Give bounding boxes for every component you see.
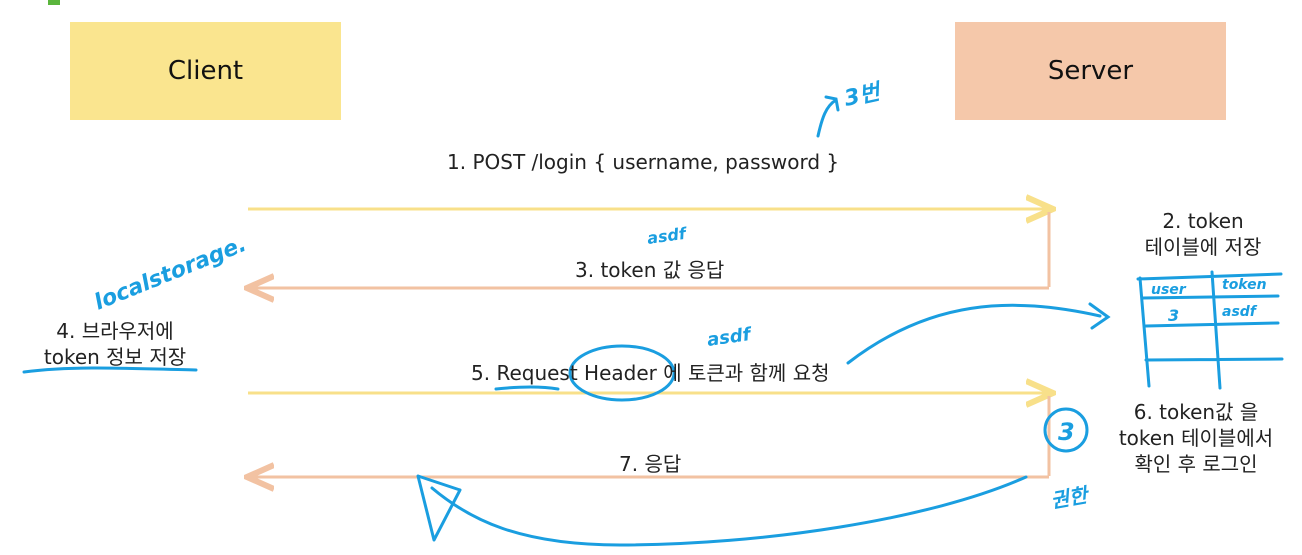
- step-6-line-2: token 테이블에서: [1118, 426, 1274, 450]
- client-box: Client: [70, 22, 341, 120]
- handwritten-underline-step4: [22, 366, 198, 374]
- client-label: Client: [167, 56, 244, 86]
- table-cell-user: 3: [1168, 306, 1179, 325]
- handwritten-localstorage: localstorage.: [91, 232, 250, 316]
- handwritten-arrow-to-table: [846, 302, 1111, 365]
- table-cell-token: asdf: [1222, 304, 1258, 320]
- step-6-line-1: 6. token값 을: [1133, 400, 1259, 424]
- step-6-line-3: 확인 후 로그인: [1134, 452, 1258, 476]
- step-2-line-2: 테이블에 저장: [1144, 235, 1262, 259]
- handwritten-return-curve: [430, 475, 1028, 547]
- message-3-label: 3. token 값 응답: [575, 258, 725, 282]
- handwritten-return-arrowhead: [416, 474, 462, 542]
- handwritten-circle-three: [1043, 407, 1089, 453]
- handwritten-top-note: 3번: [842, 79, 885, 111]
- step-6-note: 6. token값 을 token 테이블에서 확인 후 로그인: [1108, 399, 1284, 477]
- server-box: Server: [955, 22, 1226, 120]
- message-7-label: 7. 응답: [619, 452, 682, 476]
- handwritten-bottom-note: 권한: [1049, 482, 1092, 512]
- handwritten-circle-header: [568, 344, 676, 402]
- step-2-note: 2. token 테이블에 저장: [1118, 208, 1288, 260]
- table-header-user: user: [1151, 282, 1187, 298]
- step-4-line-2: token 정보 저장: [43, 345, 187, 369]
- step-4-note: 4. 브라우저에 token 정보 저장: [20, 318, 210, 370]
- handwritten-token-value-1: asdf: [646, 223, 689, 247]
- step-4-line-1: 4. 브라우저에: [56, 319, 174, 343]
- table-header-token: token: [1222, 277, 1267, 293]
- handwritten-token-value-2: asdf: [706, 324, 754, 351]
- corner-mark: [48, 0, 60, 5]
- handwritten-circled-number: 3: [1058, 418, 1075, 446]
- message-5-label: 5. Request Header 에 토큰과 함께 요청: [471, 361, 830, 385]
- handwritten-arrow-top: [816, 95, 840, 138]
- handwritten-token-table: user token 3 asdf: [1136, 270, 1284, 390]
- message-1-label: 1. POST /login { username, password }: [447, 150, 840, 174]
- handwritten-underline-request: [494, 385, 560, 391]
- step-2-line-1: 2. token: [1162, 209, 1244, 233]
- server-label: Server: [1047, 56, 1134, 86]
